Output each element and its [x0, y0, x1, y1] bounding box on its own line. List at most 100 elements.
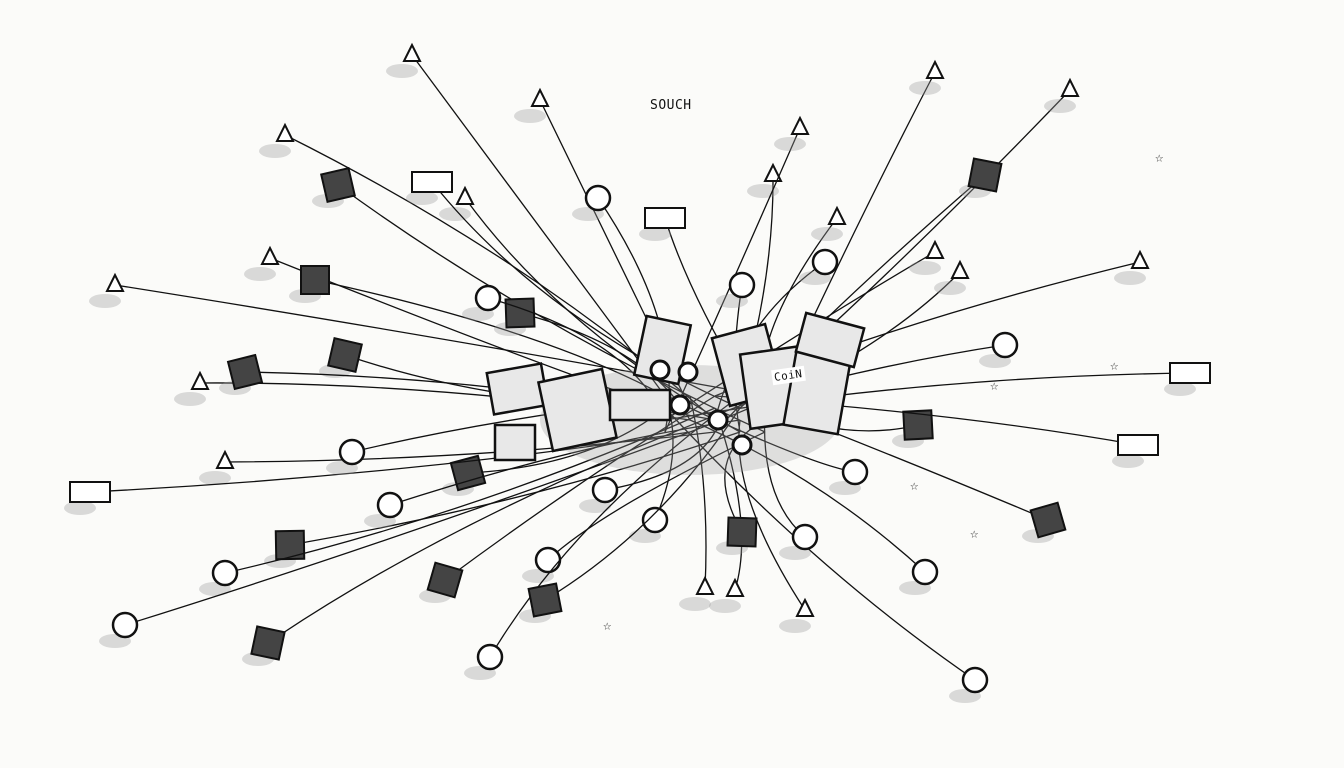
box-node [320, 167, 356, 203]
arrowhead-node [190, 370, 210, 390]
node-shadow [386, 64, 418, 78]
node-shadow [709, 599, 741, 613]
box-node [967, 157, 1003, 193]
box-node [726, 516, 758, 548]
card-node [1169, 362, 1211, 384]
connector-line [444, 395, 716, 581]
node-shadow [934, 281, 966, 295]
circle-node [641, 506, 669, 534]
circle-node [841, 458, 869, 486]
connector-line [314, 279, 666, 397]
star-icon: ☆ [910, 478, 919, 494]
circle-node [534, 546, 562, 574]
connector-line [289, 431, 741, 546]
circle-node [911, 558, 939, 586]
arrowhead-node [950, 259, 970, 279]
circle-node [728, 271, 756, 299]
connector-line [431, 181, 741, 409]
circle-node [476, 643, 504, 671]
connector-line [763, 407, 806, 538]
arrowhead-node [402, 42, 422, 62]
arrowhead-node [725, 577, 745, 597]
node-shadow [909, 261, 941, 275]
connector-line [489, 395, 741, 658]
arrowhead-node [275, 122, 295, 142]
box-node [426, 561, 464, 599]
connector-line [547, 431, 766, 561]
box-node [1029, 501, 1067, 539]
connector-line [389, 419, 741, 506]
node-shadow [514, 109, 546, 123]
node-shadow [244, 267, 276, 281]
node-shadow [174, 392, 206, 406]
cluster-box [794, 311, 866, 369]
cluster-circle [677, 361, 699, 383]
circle-node [376, 491, 404, 519]
node-shadow [779, 619, 811, 633]
connector-line [544, 407, 741, 601]
box-node [250, 625, 286, 661]
connector-line [124, 431, 691, 626]
arrowhead-node [790, 115, 810, 135]
circle-node [474, 284, 502, 312]
node-shadow [1114, 271, 1146, 285]
box-node [902, 409, 934, 441]
circle-node [591, 476, 619, 504]
cluster-box [536, 367, 619, 453]
node-shadow [64, 501, 96, 515]
card-node [1117, 434, 1159, 456]
circle-node [111, 611, 139, 639]
arrowhead-node [1130, 249, 1150, 269]
box-node [327, 337, 363, 373]
box-node [527, 582, 563, 618]
card-node [411, 171, 453, 193]
circle-node [991, 331, 1019, 359]
node-shadow [1112, 454, 1144, 468]
node-shadow [1164, 382, 1196, 396]
connector-line [604, 431, 716, 491]
circle-node [961, 666, 989, 694]
cluster-box [493, 423, 537, 462]
arrowhead-node [795, 597, 815, 617]
connector-line [664, 407, 976, 681]
card-node [644, 207, 686, 229]
arrowhead-node [530, 87, 550, 107]
connector-line [411, 54, 666, 397]
node-shadow [639, 227, 671, 241]
star-icon: ☆ [603, 618, 612, 634]
arrowhead-node [1060, 77, 1080, 97]
arrowhead-node [105, 272, 125, 292]
node-shadow [909, 81, 941, 95]
node-shadow [199, 471, 231, 485]
star-icon: ☆ [970, 526, 979, 542]
box-node [449, 454, 487, 492]
cluster-circle [669, 394, 691, 416]
box-node [226, 353, 264, 391]
connector-line [689, 419, 926, 573]
cluster-box [608, 388, 672, 422]
arrowhead-node [925, 59, 945, 79]
cluster-circle [731, 434, 753, 456]
node-shadow [259, 144, 291, 158]
cluster-circle [649, 359, 671, 381]
circle-node [791, 523, 819, 551]
connector-line [467, 407, 666, 474]
node-shadow [1044, 99, 1076, 113]
arrowhead-node [925, 239, 945, 259]
box-node [504, 297, 536, 329]
arrowhead-node [215, 449, 235, 469]
connector-line [224, 407, 716, 574]
arrowhead-node [455, 185, 475, 205]
circle-node [211, 559, 239, 587]
star-icon: ☆ [1155, 150, 1164, 166]
node-shadow [811, 227, 843, 241]
connector-line [464, 197, 741, 433]
connector-line [267, 395, 766, 644]
circle-node [811, 248, 839, 276]
top-label-text: SOUCH [650, 98, 692, 113]
cluster-circle [707, 409, 729, 431]
box-node [274, 529, 306, 561]
star-icon: ☆ [990, 378, 999, 394]
star-icon: ☆ [1110, 358, 1119, 374]
